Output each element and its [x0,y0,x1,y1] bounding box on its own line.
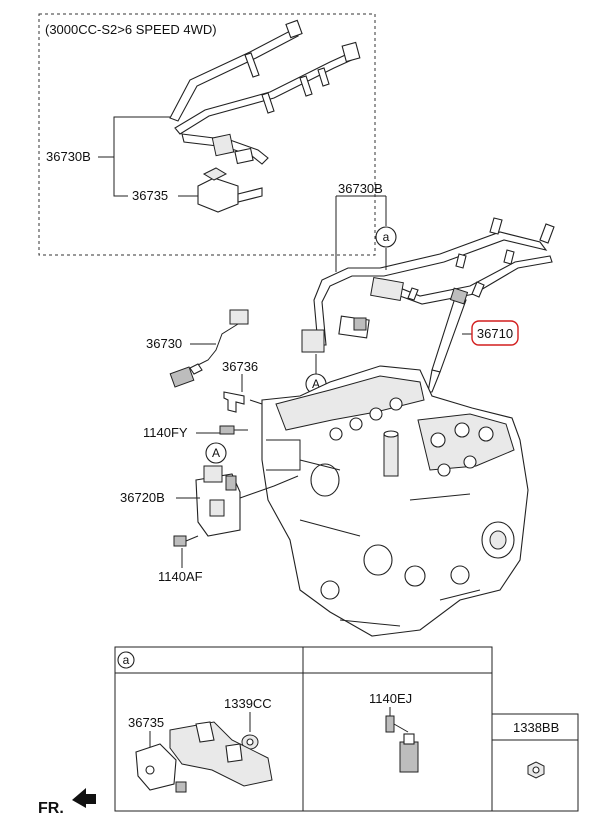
svg-text:a: a [383,230,390,244]
callout-36710-highlight: 36710 [471,320,519,346]
callout-1140FY: 1140FY [143,425,188,440]
table-callout-1140EJ: 1140EJ [369,691,412,706]
front-direction-label: FR. [38,800,64,817]
table-callout-36735: 36735 [128,715,164,730]
table-marker-a: a [117,651,135,669]
detail-table: a 1339CC 36735 1140EJ 1338BB [114,646,579,812]
table-callout-1338BB: 1338BB [513,720,559,735]
callout-36730B-main: 36730B [338,181,383,196]
svg-text:a: a [123,653,130,667]
table-callout-1339CC: 1339CC [224,696,272,711]
engine-block [261,365,529,637]
cam-covers [329,397,494,477]
callout-36720B: 36720B [120,490,165,505]
callout-36735-top: 36735 [132,188,168,203]
bracket-36735-detail [135,721,273,793]
bolt-1140AF [173,535,199,547]
svg-text:A: A [312,377,320,391]
bracket-36736 [223,391,245,413]
bolt-1140EJ-detail [385,715,419,773]
bolt-1140FY [219,425,248,435]
svg-text:36710: 36710 [477,326,513,341]
svg-text:A: A [212,446,220,460]
upper-wiring-harness [169,19,361,165]
main-wiring-harness [301,217,555,353]
ref-marker-A-module: A [205,442,227,464]
module-36720B [195,465,241,537]
plug-36710 [427,287,469,393]
ref-marker-a-top: a [375,226,397,248]
callout-36736: 36736 [222,359,258,374]
nut-1338BB [527,761,545,779]
sensor-36730 [169,309,249,388]
front-arrow-icon [72,788,96,808]
sensor-36735-upper [197,167,263,213]
callout-36730: 36730 [146,336,182,351]
callout-36730B-top: 36730B [46,149,91,164]
variant-caption: (3000CC-S2>6 SPEED 4WD) [45,22,217,37]
variant-box: (3000CC-S2>6 SPEED 4WD) 36730B 36735 [38,13,376,256]
callout-1140AF: 1140AF [158,569,203,584]
